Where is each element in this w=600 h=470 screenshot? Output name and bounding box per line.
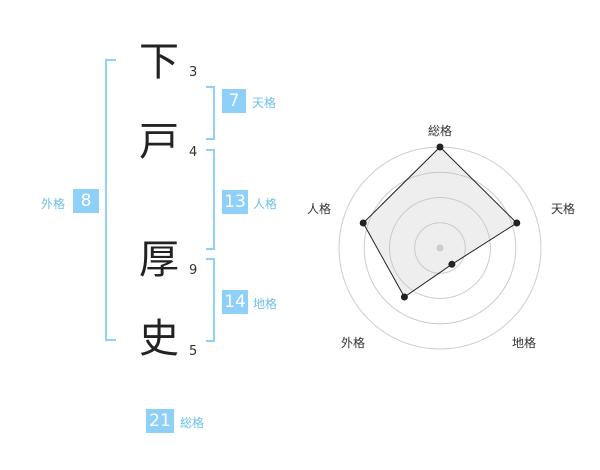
radar-label-chikaku: 地格 (512, 336, 537, 350)
stroke-count-1: 3 (189, 65, 198, 80)
jinkaku-value-box: 13 (222, 190, 248, 214)
chikaku-value-box: 14 (222, 290, 248, 314)
soukaku-label: 総格 (180, 416, 205, 430)
chikaku-label: 地格 (253, 297, 278, 311)
radar-label-gaikaku: 外格 (341, 336, 366, 350)
radar-point (448, 260, 456, 268)
radar-point (400, 293, 408, 301)
gaikaku-value-box: 8 (73, 189, 99, 213)
name-char-4: 史 (139, 316, 179, 362)
radar-ring (363, 171, 517, 325)
stroke-count-2: 4 (189, 145, 198, 160)
gaikaku-bracket (105, 59, 116, 341)
stroke-count-3: 9 (189, 263, 198, 278)
radar-label-jinkaku: 人格 (307, 202, 332, 216)
radar-data-polygon (362, 146, 518, 298)
radar-point (359, 219, 367, 227)
tenkaku-bracket (206, 86, 215, 140)
stroke-count-4: 5 (189, 344, 198, 359)
radar-center-dot (436, 244, 444, 252)
name-char-2: 戸 (139, 119, 179, 165)
gaikaku-label: 外格 (41, 197, 66, 211)
soukaku-value-box: 21 (146, 409, 174, 433)
name-char-3: 厚 (139, 237, 179, 283)
radar-point (436, 143, 444, 151)
radar-label-tenkaku: 天格 (551, 202, 576, 216)
jinkaku-bracket (206, 149, 215, 250)
jinkaku-label: 人格 (253, 197, 278, 211)
radar-ring (414, 222, 466, 274)
chikaku-bracket (206, 258, 215, 342)
radar-point (513, 219, 521, 227)
name-char-1: 下 (139, 39, 179, 85)
tenkaku-label: 天格 (252, 96, 277, 110)
tenkaku-value-box: 7 (222, 89, 246, 113)
radar-ring (389, 197, 491, 299)
radar-label-soukaku: 総格 (428, 124, 453, 138)
